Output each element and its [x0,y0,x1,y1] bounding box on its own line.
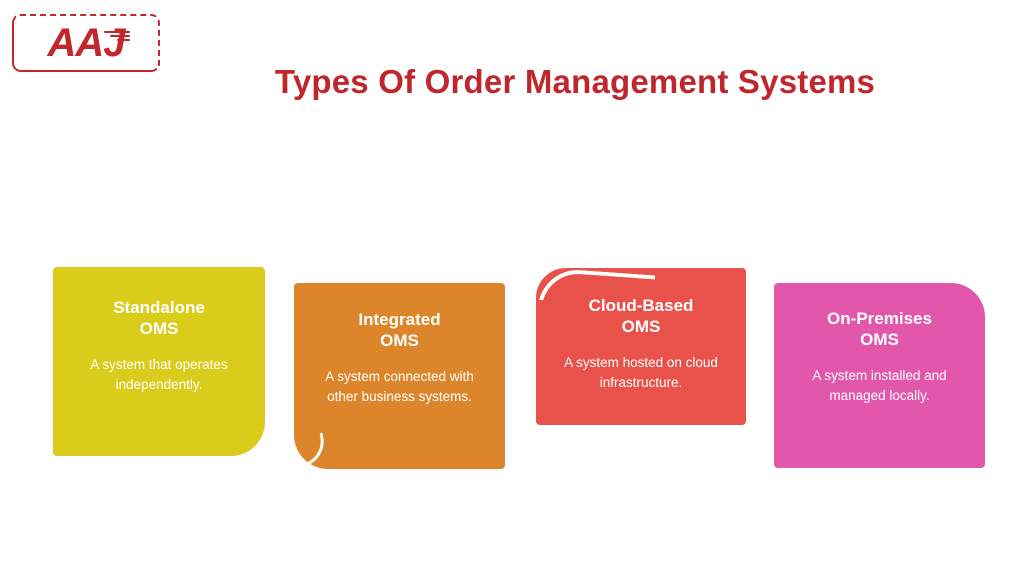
card-title-line1: Integrated [358,310,441,329]
card-title-line2: OMS [621,317,661,336]
card-title: Standalone OMS [70,297,248,339]
card-cloud-based-oms[interactable]: Cloud-Based OMS A system hosted on cloud… [536,268,746,425]
card-title-line1: Standalone [113,298,205,317]
card-title: Integrated OMS [311,309,488,351]
card-title-line2: OMS [860,330,899,349]
logo-frame-solid [12,14,160,72]
card-content: Standalone OMS A system that operates in… [70,297,248,395]
card-standalone-oms[interactable]: Standalone OMS A system that operates in… [53,267,265,456]
card-content: On-Premises OMS A system installed and m… [791,308,968,406]
card-content: Cloud-Based OMS A system hosted on cloud… [553,295,729,393]
card-title-line2: OMS [139,319,179,338]
logo-wordmark: AAJ [47,21,125,65]
card-background [53,267,265,456]
corner-curl-icon [294,433,340,471]
card-title: Cloud-Based OMS [553,295,729,337]
card-content: Integrated OMS A system connected with o… [311,309,488,407]
page-title: Types Of Order Management Systems [274,63,876,100]
card-description: A system connected with other business s… [325,369,474,404]
logo-frame-dashed-icon [12,14,160,72]
card-on-premises-oms[interactable]: On-Premises OMS A system installed and m… [774,283,985,468]
card-description: A system hosted on cloud infrastructure. [564,355,718,390]
card-description: A system installed and managed locally. [812,368,947,403]
card-description: A system that operates independently. [90,357,228,392]
card-integrated-oms[interactable]: Integrated OMS A system connected with o… [294,283,505,469]
card-title-line1: On-Premises [827,309,932,328]
card-background [774,283,985,468]
card-title-line2: OMS [380,331,419,350]
card-title-line1: Cloud-Based [588,296,694,315]
card-title: On-Premises OMS [791,308,968,350]
